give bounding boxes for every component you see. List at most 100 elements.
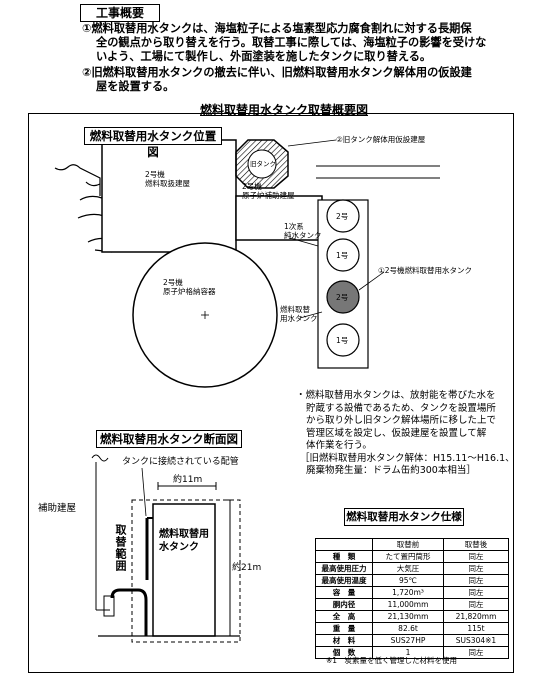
cell: 11,000mm: [372, 598, 444, 611]
tank-label-3: 2号: [336, 293, 349, 302]
range-label: 取替範囲: [114, 524, 127, 572]
diagram-frame: [28, 113, 514, 673]
height-label: 約21m: [232, 563, 262, 573]
cell: 21,130mm: [372, 610, 444, 623]
para2-line-1: ②旧燃料取替用水タンクの撤去に伴い、旧燃料取替用水タンク解体用の仮設建: [82, 66, 472, 79]
temp-building-label: ②旧タンク解体用仮設建屋: [336, 135, 426, 144]
pure-water-line-2: 純水タンク: [284, 231, 322, 240]
boundary-line: [77, 195, 105, 219]
new-tank-note: ①2号機燃料取替用水タンク: [378, 266, 472, 275]
cell: 同左: [443, 598, 509, 611]
aux-building-text: 補助建屋: [38, 503, 77, 514]
para1-line-2: 全の観点から取り替えを行う。取替工事に際しては、海塩粒子の影響を受けな: [96, 36, 487, 49]
table-row: 取替前 取替後: [315, 538, 509, 551]
cell: 同左: [443, 562, 509, 575]
tank-section: [152, 503, 216, 637]
cell: 容 量: [315, 586, 373, 599]
pure-water-line-1: 1次系: [284, 222, 304, 231]
fuel-bldg-line-2: 燃料取扱建屋: [145, 179, 190, 188]
fuel-tank-line-2: 用水タンク: [280, 314, 318, 323]
para2-line-2: 屋を設置する。: [96, 80, 175, 93]
section-title: 燃料取替用水タンク断面図: [96, 430, 242, 448]
cell: 1,720m³: [372, 586, 444, 599]
width-label: 約11m: [173, 475, 203, 485]
cell: SUS27HP: [372, 634, 444, 647]
para1-line-3: いよう、工場にて製作し、外面塗装を施したタンクに取り替える。: [96, 50, 432, 63]
spec-title: 燃料取替用水タンク仕様: [344, 508, 464, 526]
ground-symbol: [91, 454, 109, 462]
cell: 21,820mm: [443, 610, 509, 623]
cell: 95℃: [372, 574, 444, 587]
leader-line: [141, 467, 147, 517]
containment-label: 2号機 原子炉格納容器: [163, 278, 216, 296]
cell: 115t: [443, 622, 509, 635]
tank-section-line-2: 水タンク: [159, 542, 199, 553]
pipe-label: タンクに接続されている配管: [122, 457, 239, 467]
notes-block: ・燃料取替用水タンクは、放射能を帯びた水を 貯蔵する設備であるため、タンクを設置…: [296, 390, 515, 478]
aux-bldg-line-1: 2号機: [242, 182, 262, 191]
valve: [103, 595, 115, 617]
cell: 全 高: [315, 610, 373, 623]
aux-building-label: 2号機 原子炉補助建屋: [242, 182, 295, 200]
note-line: 体作業を行う。: [306, 440, 372, 451]
header-cell: 取替前: [372, 538, 444, 551]
cell: たて置円筒形: [372, 550, 444, 563]
cell: 1: [372, 646, 444, 659]
cell: 82.6t: [372, 622, 444, 635]
cell: 胴内径: [315, 598, 373, 611]
pure-water-tank-1: [326, 238, 360, 272]
boundary-line: [85, 181, 101, 187]
fuel-bldg-line-1: 2号機: [145, 170, 165, 179]
cell: 材 料: [315, 634, 373, 647]
aux-bldg-line-2: 原子炉補助建屋: [242, 191, 295, 200]
cell: 個 数: [315, 646, 373, 659]
note-line: 貯蔵する設備であるため、タンクを設置場所: [306, 402, 496, 414]
leader-line: [358, 271, 385, 291]
old-tank-circle: [247, 149, 277, 179]
note-line: から取り外し旧タンク解体場所に移した上で: [306, 415, 497, 426]
para1-line-1: ①燃料取替用水タンクは、海塩粒子による塩素型応力腐食割れに対する長期保: [82, 22, 472, 35]
old-tank-label: 旧タンク: [250, 160, 276, 168]
pure-water-tank-2: [326, 199, 360, 233]
cell: 同左: [443, 550, 509, 563]
cell: 同左: [443, 586, 509, 599]
replacement-range: [131, 499, 241, 643]
cell: 種 類: [315, 550, 373, 563]
road-line: [316, 165, 440, 179]
leader-line: [287, 139, 337, 147]
tank-section-label: 燃料取替用 水タンク: [159, 528, 209, 554]
cell: 同左: [443, 574, 509, 587]
note-line: 廃棄物発生量：ドラム缶約300本相当］: [306, 465, 476, 476]
summary-para-1: ①燃料取替用水タンクは、海塩粒子による塩素型応力腐食割れに対する長期保 全の観点…: [82, 22, 486, 64]
location-title: 燃料取替用水タンク位置図: [84, 127, 222, 159]
cell: 最高使用圧力: [315, 562, 373, 575]
table-row: 最高使用圧力大気圧同左: [315, 562, 509, 575]
aux-building: [235, 195, 323, 241]
pipe: [110, 588, 148, 636]
work-summary-label: 工事概要: [80, 4, 160, 22]
containment-line-1: 2号機: [163, 278, 183, 287]
table-row: 種 類たて置円筒形同左: [315, 550, 509, 563]
tank-label-2: 1号: [336, 251, 349, 260]
spec-footnote: ※1 炭素量を低く管理した材料を使用: [326, 656, 458, 665]
containment-line-2: 原子炉格納容器: [163, 287, 216, 296]
pure-water-label: 1次系 純水タンク: [284, 222, 322, 240]
cell: 重 量: [315, 622, 373, 635]
header-cell: [315, 538, 373, 551]
note-line: 管理区域を設定し、仮設建屋を設置して解: [306, 427, 487, 439]
cell: SUS304※1: [443, 634, 509, 647]
tank-label-4: 1号: [336, 336, 349, 345]
fuel-building-label: 2号機 燃料取扱建屋: [145, 170, 190, 188]
fuel-tank-line-1: 燃料取替: [280, 305, 310, 314]
leader-line: [299, 311, 323, 319]
cell: 最高使用温度: [315, 574, 373, 587]
header-cell: 取替後: [443, 538, 509, 551]
